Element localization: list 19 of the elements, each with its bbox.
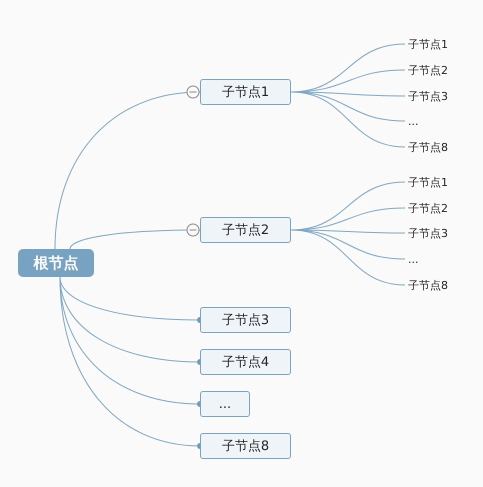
subtopic-text: ... <box>408 252 418 266</box>
subtopic-text: 子节点1 <box>408 174 448 190</box>
topic-box: ... <box>200 391 250 417</box>
topic-box: 子节点8 <box>200 433 291 459</box>
topic-box: 子节点1 <box>200 79 291 105</box>
topic-box: 子节点4 <box>200 349 291 375</box>
subtopic-text: 子节点8 <box>408 278 448 292</box>
root-node-box: 根节点 <box>18 249 94 277</box>
connector-line <box>290 230 406 286</box>
subtopic-text: 子节点1 <box>408 36 448 52</box>
subtopic-text: 子节点2 <box>408 200 448 216</box>
subtopic-text: ... <box>408 114 418 128</box>
subtopic-text: 子节点8 <box>408 140 448 154</box>
topic-box: 子节点3 <box>200 307 291 333</box>
topic-box: 子节点2 <box>200 217 291 243</box>
subtopic-text: 子节点2 <box>408 62 448 78</box>
subtopic-text: 子节点3 <box>408 88 448 104</box>
connector-line <box>290 92 406 148</box>
subtopic-text: 子节点3 <box>408 226 448 240</box>
